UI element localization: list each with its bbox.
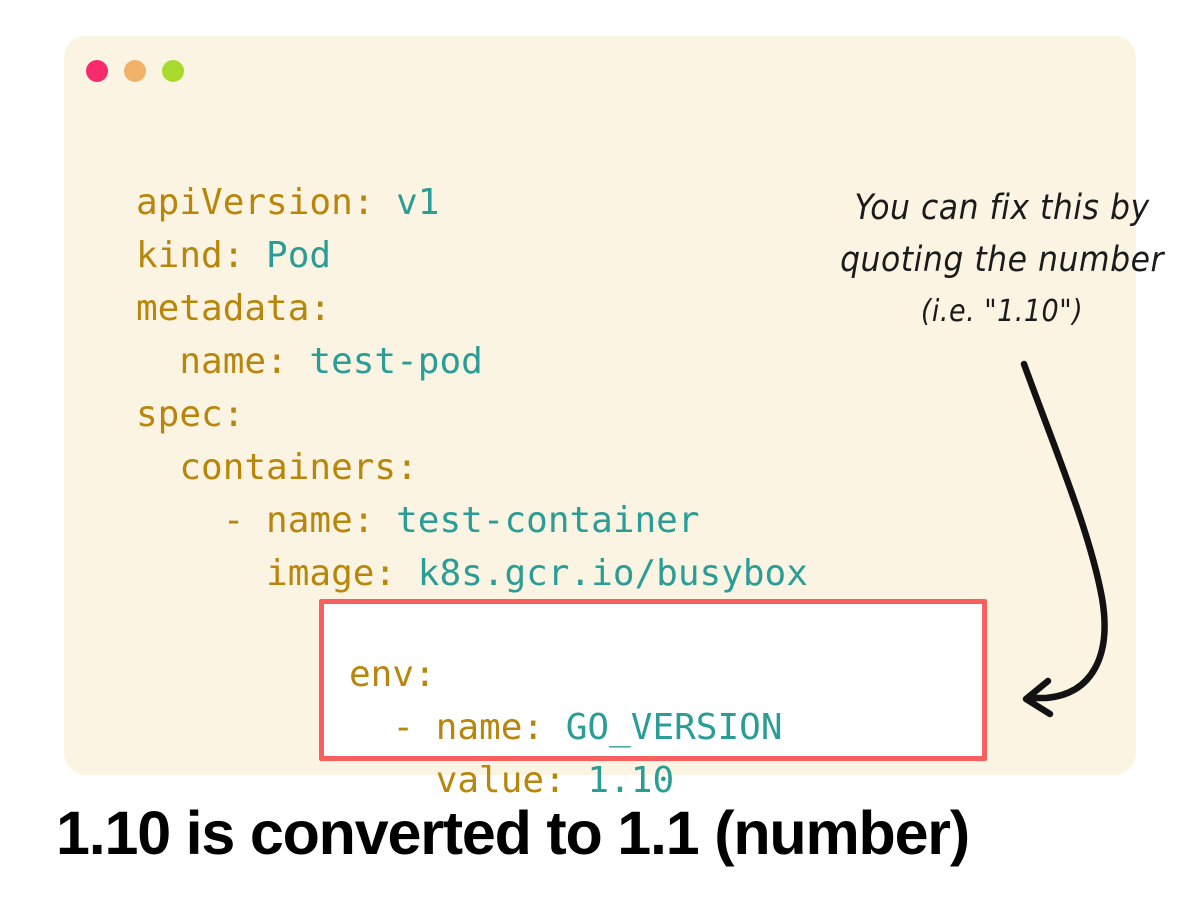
- code-value: k8s.gcr.io/busybox: [396, 553, 808, 594]
- close-dot[interactable]: [86, 60, 108, 82]
- code-key: value:: [435, 760, 566, 801]
- curved-arrow-icon: [1020, 360, 1108, 718]
- code-indent: [349, 707, 392, 748]
- code-value: Pod: [244, 235, 332, 276]
- code-line: image: k8s.gcr.io/busybox: [136, 547, 808, 600]
- window-controls: [86, 60, 184, 82]
- annotation-line-3: (i.e. "1.10"): [920, 294, 1084, 329]
- code-key: env:: [349, 654, 436, 695]
- code-indent: [136, 500, 223, 541]
- code-key: image:: [266, 553, 397, 594]
- code-value: v1: [374, 182, 440, 223]
- code-value: 1.10: [565, 760, 675, 801]
- code-line: env:: [349, 648, 783, 701]
- code-key: - name:: [222, 500, 375, 541]
- code-line: value: 1.10: [349, 754, 783, 807]
- code-line: metadata:: [136, 282, 808, 335]
- code-key: metadata:: [136, 288, 332, 329]
- minimize-dot[interactable]: [124, 60, 146, 82]
- code-line: spec:: [136, 388, 808, 441]
- code-line: containers:: [136, 441, 808, 494]
- code-line: apiVersion: v1: [136, 176, 808, 229]
- code-value: GO_VERSION: [544, 707, 783, 748]
- code-key: kind:: [136, 235, 245, 276]
- code-line: name: test-pod: [136, 335, 808, 388]
- code-value: test-pod: [287, 341, 483, 382]
- code-line: - name: GO_VERSION: [349, 701, 783, 754]
- code-indent: [136, 447, 179, 488]
- code-indent: [136, 341, 179, 382]
- code-indent: [136, 553, 266, 594]
- handwritten-annotation: You can fix this by quoting the number (…: [824, 182, 1180, 338]
- code-key: apiVersion:: [136, 182, 375, 223]
- code-key: containers:: [179, 447, 418, 488]
- code-key: name:: [179, 341, 288, 382]
- code-value: test-container: [374, 500, 700, 541]
- maximize-dot[interactable]: [162, 60, 184, 82]
- code-key: - name:: [392, 707, 545, 748]
- page-caption: 1.10 is converted to 1.1 (number): [56, 799, 970, 867]
- code-line: kind: Pod: [136, 229, 808, 282]
- annotation-line-1: You can fix this by: [854, 188, 1150, 228]
- highlighted-code: env: - name: GO_VERSION value: 1.10: [349, 648, 783, 807]
- highlighted-env-box: env: - name: GO_VERSION value: 1.10: [319, 599, 987, 801]
- code-indent: [349, 760, 436, 801]
- code-line: - name: test-container: [136, 494, 808, 547]
- code-key: spec:: [136, 394, 245, 435]
- annotation-line-2: quoting the number: [840, 240, 1164, 280]
